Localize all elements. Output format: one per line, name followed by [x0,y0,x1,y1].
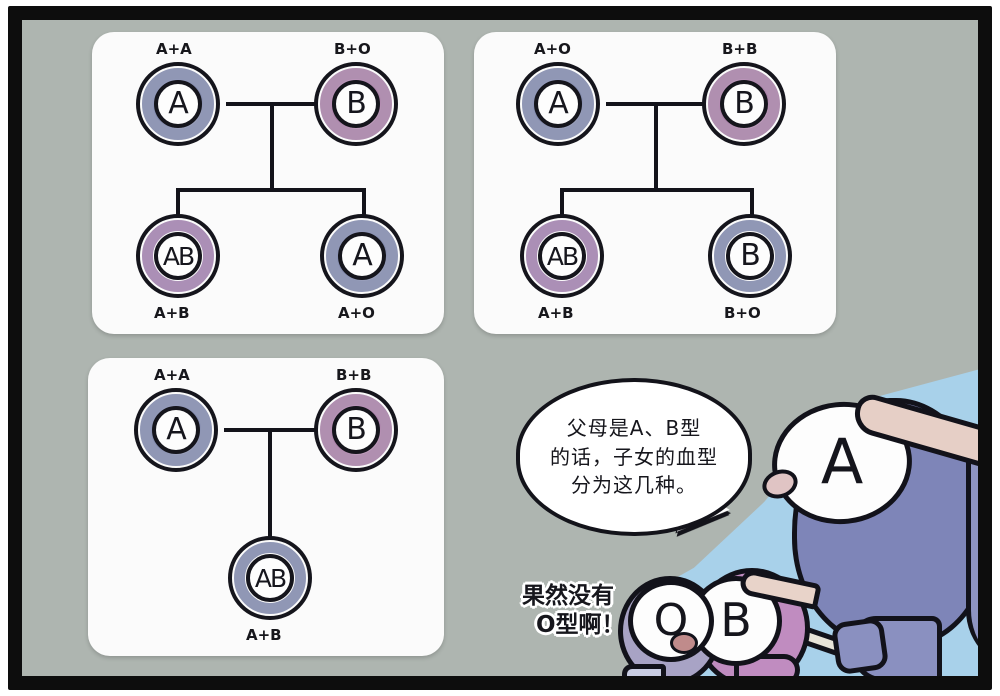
panel1-parent1-token: A [136,62,220,146]
panel2-child1-label: AB [546,241,579,271]
blood-type-inner: A [152,406,200,454]
panel1-child1-genotype: A+B [154,304,190,322]
student-right-face-label: B [720,593,752,647]
panel1-child1-token: AB [136,214,220,298]
pedigree-line [270,102,274,192]
panel2-child2-label: B [740,238,761,273]
panel2-parent2-token: B [702,62,786,146]
panel3-parent1-genotype: A+A [154,366,190,384]
panel1-parent1-genotype: A+A [156,40,192,58]
pedigree-line [176,188,366,192]
panel2-parent2-genotype: B+B [722,40,758,58]
student-left-nose [670,632,698,654]
panel3-parent2-token: B [314,388,398,472]
blood-type-inner: AB [246,554,294,602]
pedigree-line [176,188,180,216]
blood-type-inner: B [726,232,774,280]
panel3-child1-genotype: A+B [246,626,282,644]
student-left-arm [622,664,666,676]
panel1-child2-genotype: A+O [338,304,375,322]
panel3-parent2-label: B [346,412,367,447]
panel3-parent1-token: A [134,388,218,472]
teacher-speech-bubble: 父母是A、B型 的话，子女的血型 分为这几种。 [516,378,752,536]
punnett-panel-2: A+O A B+B B AB [474,32,836,334]
blood-type-inner: A [338,232,386,280]
panel2-child2-token: B [708,214,792,298]
panel2-parent1-genotype: A+O [534,40,571,58]
pedigree-line [268,428,272,538]
blood-type-inner: A [154,80,202,128]
panel1-child1-label: AB [162,241,195,271]
panel2-child1-genotype: A+B [538,304,574,322]
panel3-child1-label: AB [254,563,287,593]
punnett-panel-3: A+A A B+B B AB A+B [88,358,444,656]
pedigree-line [750,188,754,216]
blood-type-ring [714,220,786,292]
pedigree-line [362,188,366,216]
student-bubble-line-1: 果然没有 [522,583,614,609]
panel2-parent2-label: B [734,86,755,121]
panel1-parent2-label: B [346,86,367,121]
far-right-character-body [966,420,978,670]
panel1-child2-label: A [352,238,373,273]
teacher-face-label: A [820,424,863,498]
pedigree-line [560,188,564,216]
panel2-parent1-token: A [516,62,600,146]
panel1-parent1-label: A [168,86,189,121]
student-bubble-line-2: O型啊！ [536,612,625,639]
panel1-parent2-token: B [314,62,398,146]
panel2-child2-genotype: B+O [724,304,761,322]
student-speech-text: 果然没有 O型啊！ [522,582,674,674]
teacher-bubble-line-1: 父母是A、B型 [566,416,702,441]
blood-type-inner: AB [538,232,586,280]
punnett-panel-1: A+A A B+O B [92,32,444,334]
blood-type-inner: B [720,80,768,128]
teacher-hand [830,616,890,676]
panel2-child1-token: AB [520,214,604,298]
teacher-bubble-line-2: 的话，子女的血型 [550,444,718,469]
panel2-parent1-label: A [548,86,569,121]
blood-type-inner: B [332,406,380,454]
blood-type-ring [526,220,598,292]
panel3-parent2-genotype: B+B [336,366,372,384]
panel3-child1-token: AB [228,536,312,620]
panel1-child2-token: A [320,214,404,298]
comic-stage: A+A A B+O B [22,20,978,676]
blood-type-inner: B [332,80,380,128]
pedigree-line [654,102,658,192]
panel3-parent1-label: A [166,412,187,447]
blood-type-ring [142,220,214,292]
panel1-parent2-genotype: B+O [334,40,371,58]
pedigree-line [560,188,754,192]
blood-type-inner: A [534,80,582,128]
blood-type-inner: AB [154,232,202,280]
student-left-face: O [628,580,714,662]
blood-type-ring [234,542,306,614]
teacher-bubble-line-3: 分为这几种。 [571,473,697,498]
